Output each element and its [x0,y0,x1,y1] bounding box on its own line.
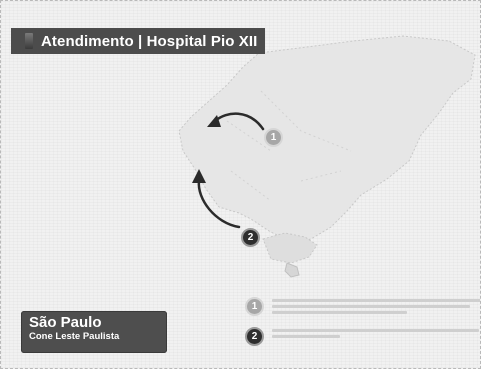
marker-2-label: 2 [247,232,254,243]
arrow-head-1 [207,115,221,127]
city-name: São Paulo [29,314,102,331]
marker-1[interactable]: 1 [264,128,283,147]
map-title-bar: Atendimento | Hospital Pio XII [11,28,266,54]
state-shape [178,35,476,244]
arrow-head-2 [192,169,206,183]
island-shape [284,262,300,278]
legend-marker-1: 1 [245,297,264,316]
legend-marker-1-label: 1 [251,301,258,312]
region-borders [226,90,352,202]
arrow-from-marker-1 [213,112,265,131]
marker-2[interactable]: 2 [241,228,260,247]
title-accent-icon [25,33,33,49]
map-title: Atendimento | Hospital Pio XII [41,32,258,50]
marker-1-label: 1 [270,132,277,143]
legend-item-2: 2 [245,327,480,346]
legend-item-1: 1 [245,297,480,317]
city-label-box: São Paulo Cone Leste Paulista [21,311,167,353]
legend-marker-2-label: 2 [251,331,258,342]
legend-text-2 [272,327,480,341]
coast-shape [262,232,318,264]
arrow-from-marker-2 [197,179,241,229]
legend-marker-2: 2 [245,327,264,346]
region-name: Cone Leste Paulista [29,331,120,342]
legend-text-1 [272,297,480,317]
